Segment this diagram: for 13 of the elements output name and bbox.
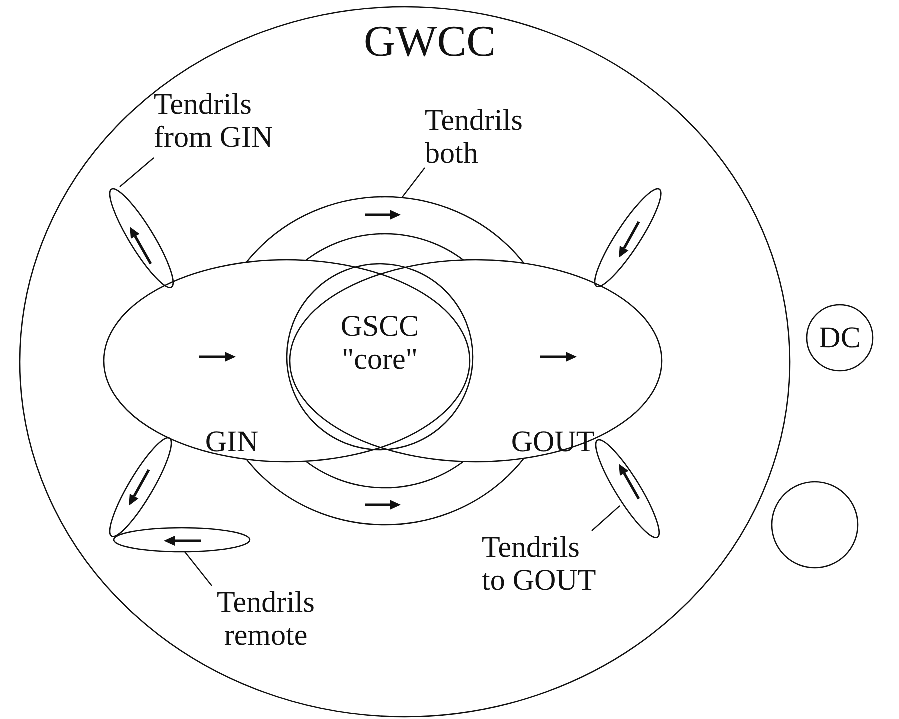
leader-line: [592, 506, 620, 532]
tendril-label: Tendrils remote: [205, 586, 327, 658]
component-label: GOUT: [511, 426, 595, 458]
component-title: GWCC: [364, 18, 496, 66]
tendril-label: Tendrils from GIN: [154, 88, 289, 158]
tendril-label: Tendrils both: [425, 104, 540, 174]
tendril-label: Tendrils to GOUT: [482, 531, 606, 601]
component-label: GSCC "core": [340, 310, 420, 376]
component-label: GIN: [205, 426, 259, 458]
component-label: DC: [819, 322, 861, 354]
leader-line: [402, 168, 426, 198]
leader-line: [120, 158, 154, 188]
leader-line: [184, 552, 212, 586]
